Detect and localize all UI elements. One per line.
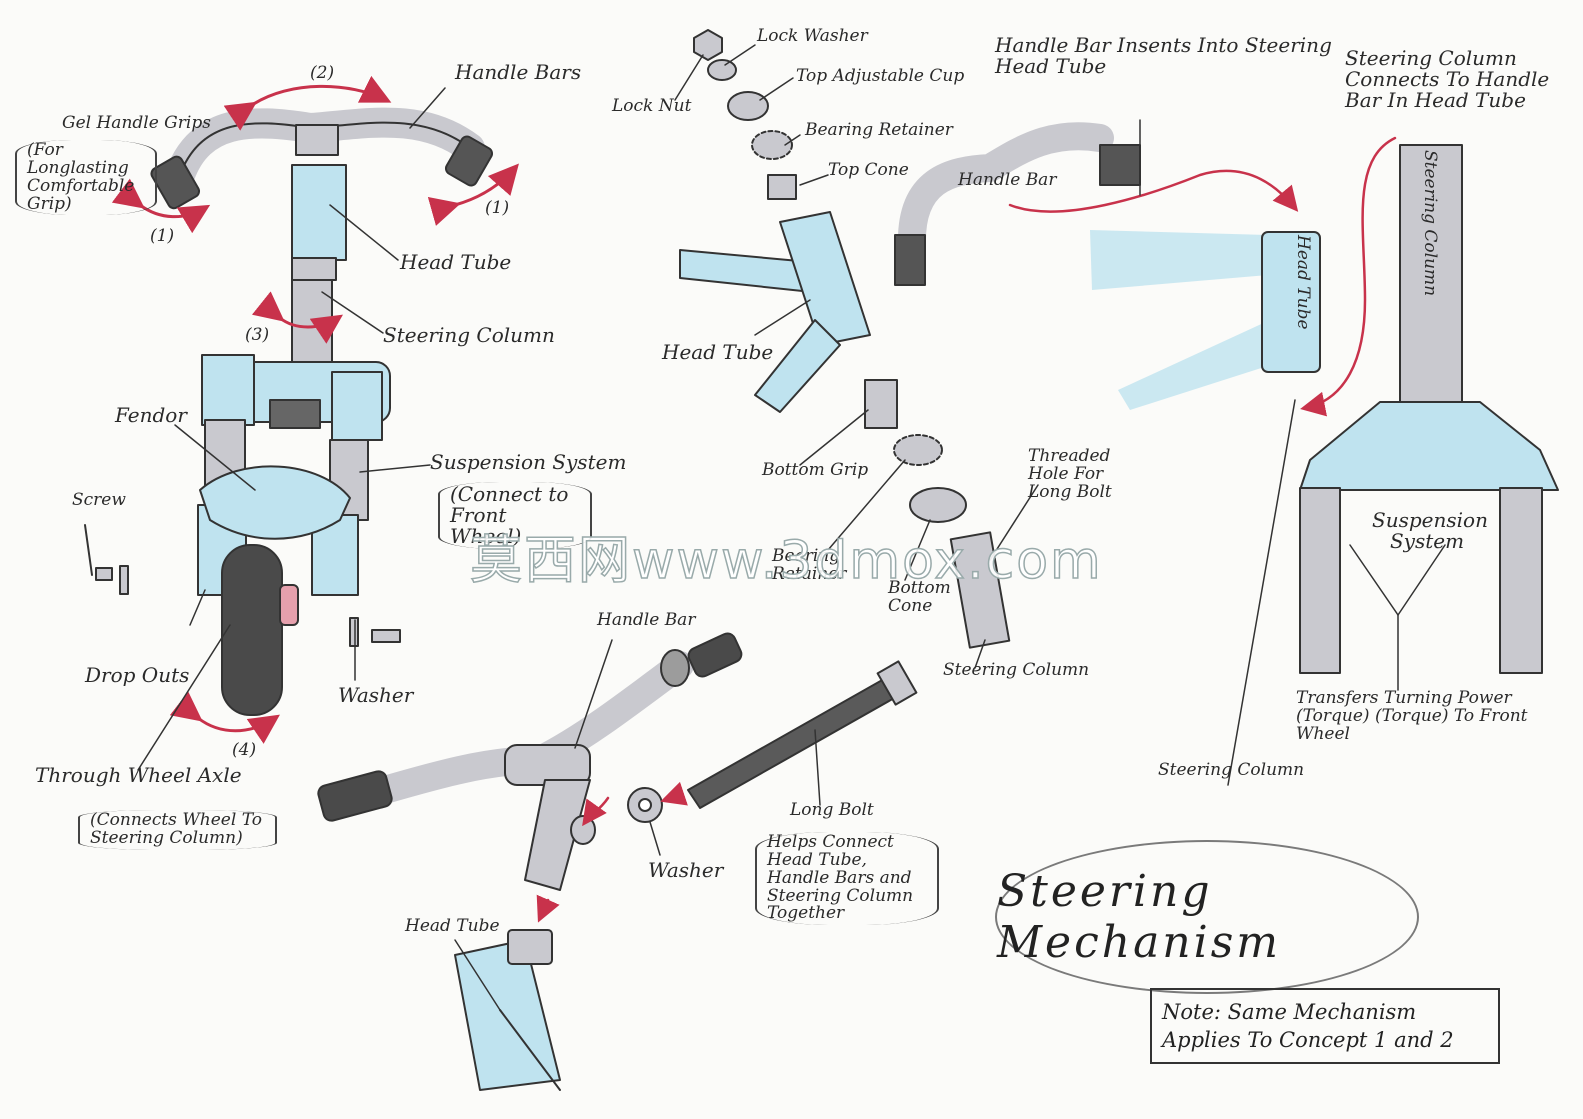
- label-fendor: Fendor: [115, 403, 187, 427]
- left-fork-crown: [201, 354, 391, 441]
- label-lock-washer: Lock Washer: [757, 26, 868, 46]
- insert-arrow: [1008, 169, 1299, 213]
- column-view-arrow: [1300, 136, 1397, 417]
- label-column-caption: Steering Column Connects To Handle Bar I…: [1345, 46, 1550, 112]
- label-insert-handle-bar: Handle Bar: [958, 170, 1057, 190]
- label-suspension-system-right: Suspension System: [1372, 508, 1488, 553]
- concept-note: Note: Same Mechanism Applies To Concept …: [1150, 988, 1500, 1064]
- label-through-wheel-axle: Through Wheel Axle: [35, 763, 242, 787]
- headset-parts: [693, 29, 1011, 649]
- label-steering-column-right: Steering Column: [1158, 760, 1305, 780]
- label-insert-caption: Handle Bar Insents Into Steering Head Tu…: [995, 33, 1332, 78]
- label-motion-1b: (1): [485, 198, 510, 218]
- column-view-leaders: [1349, 544, 1446, 691]
- label-drop-outs: Drop Outs: [85, 663, 190, 687]
- label-insert-head-tube: Head Tube: [1292, 235, 1313, 330]
- label-screw: Screw: [72, 490, 126, 510]
- label-axle-note: (Connects Wheel To Steering Column): [78, 810, 277, 850]
- label-motion-2: (2): [310, 63, 335, 83]
- left-fendor: [199, 465, 351, 540]
- bolt-assembly-handle-bar: [317, 632, 743, 891]
- left-wheel: [221, 544, 299, 716]
- label-motion-3: (3): [245, 325, 270, 345]
- label-motion-1a: (1): [150, 226, 175, 246]
- headset-leaders: [674, 44, 1039, 669]
- label-torque: Transfers Turning Power (Torque) (Torque…: [1296, 688, 1528, 744]
- label-steering-column-left: Steering Column: [383, 323, 555, 347]
- left-motion-arrows: [111, 75, 519, 744]
- label-lock-nut: Lock Nut: [612, 96, 692, 116]
- left-head-tube: [291, 164, 347, 281]
- bolt-assembly-head-tube: [454, 929, 561, 1091]
- label-bottom-cone: Bottom Cone: [888, 578, 951, 616]
- column-view-parts: [1299, 144, 1559, 674]
- label-bolt-washer: Washer: [648, 858, 724, 882]
- label-bolt-head-tube: Head Tube: [405, 916, 500, 936]
- diagram-title: Steering Mechanism: [995, 840, 1419, 994]
- label-gel-handle-grips: Gel Handle Grips: [62, 113, 211, 133]
- label-suspension-note: (Connect to Front Wheel): [438, 482, 592, 549]
- label-column-vertical: Steering Column: [1419, 150, 1440, 297]
- insert-handle-bar: [894, 122, 1141, 286]
- label-head-tube-left: Head Tube: [400, 250, 512, 274]
- label-washer-left: Washer: [338, 683, 414, 707]
- label-suspension-system-left: Suspension System: [430, 450, 627, 474]
- bolt-assembly-arrows: [536, 781, 688, 923]
- label-bearing-retainer-bottom: Bearing Retainer: [772, 546, 847, 584]
- label-bearing-retainer-top: Bearing Retainer: [805, 120, 953, 140]
- insert-leaders: [1139, 119, 1296, 786]
- label-top-adjustable-cup: Top Adjustable Cup: [796, 66, 965, 86]
- label-bottom-grip: Bottom Grip: [762, 460, 869, 480]
- label-gel-grips-note: (For Longlasting Comfortable Grip): [15, 140, 157, 216]
- label-threaded-hole: Threaded Hole For Long Bolt: [1028, 446, 1112, 502]
- bolt-assembly-bolt: [627, 660, 918, 823]
- label-top-cone: Top Cone: [828, 160, 909, 180]
- label-steering-column-exploded: Steering Column: [943, 660, 1090, 680]
- left-leader-lines: [137, 87, 446, 771]
- label-motion-4: (4): [232, 740, 257, 760]
- label-bolt-handle-bar: Handle Bar: [597, 610, 696, 630]
- left-screw: [84, 524, 129, 595]
- label-long-bolt: Long Bolt: [790, 800, 874, 820]
- label-head-tube-exploded: Head Tube: [662, 340, 774, 364]
- headset-frame: [679, 211, 871, 413]
- left-washer-parts: [349, 617, 401, 647]
- watermark: 莫西网www.3dmox.com: [469, 530, 1103, 592]
- label-long-bolt-note: Helps Connect Head Tube, Handle Bars and…: [755, 832, 939, 926]
- insert-frame: [1090, 230, 1321, 410]
- label-handle-bars: Handle Bars: [455, 60, 582, 84]
- bolt-assembly-leaders: [454, 639, 821, 1011]
